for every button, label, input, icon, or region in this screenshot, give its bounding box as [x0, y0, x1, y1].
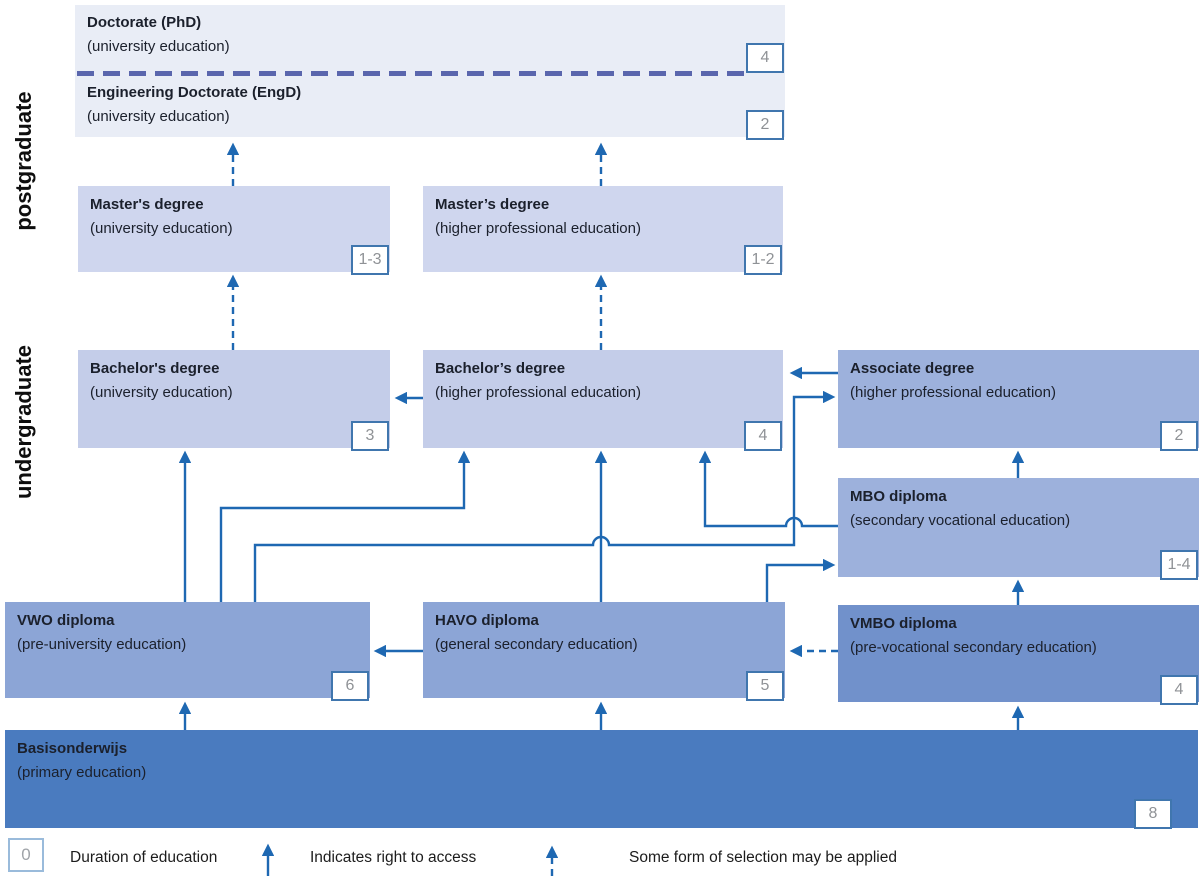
box-subtitle: (university education) — [90, 220, 233, 237]
box-title: VMBO diploma — [850, 615, 957, 632]
duration-badge: 2 — [1160, 421, 1198, 451]
box-title: Master's degree — [90, 196, 204, 213]
box-havo-diploma: HAVO diploma (general secondary educatio… — [423, 602, 785, 701]
duration-badge: 4 — [744, 421, 782, 451]
box-bachelor-university: Bachelor's degree (university education)… — [78, 350, 390, 451]
box-vmbo-diploma: VMBO diploma (pre-vocational secondary e… — [838, 605, 1199, 705]
arrow-vwo-to-bachelorhbo — [219, 450, 471, 602]
box-subtitle: (higher professional education) — [435, 384, 641, 401]
box-title: HAVO diploma — [435, 612, 539, 629]
arrow-havo-to-mbo — [765, 558, 836, 602]
duration-badge: 1-2 — [744, 245, 782, 275]
box-basisonderwijs: Basisonderwijs (primary education) 8 — [5, 730, 1198, 829]
side-label-undergraduate: undergraduate — [11, 344, 36, 500]
box-subtitle: (higher professional education) — [850, 384, 1056, 401]
box-subtitle: (university education) — [87, 38, 230, 55]
box-title: Master’s degree — [435, 196, 550, 213]
duration-badge: 5 — [746, 671, 784, 701]
box-subtitle: (university education) — [90, 384, 233, 401]
box-mbo-diploma: MBO diploma (secondary vocational educat… — [838, 478, 1199, 580]
box-subtitle: (higher professional education) — [435, 220, 641, 237]
arrow-mbo-to-bachelorhbo — [698, 450, 838, 528]
duration-badge: 3 — [351, 421, 389, 451]
legend-dashed-arrow-label: Some form of selection may be applied — [629, 849, 897, 866]
box-subtitle: (university education) — [87, 108, 230, 125]
box-master-hbo: Master’s degree (higher professional edu… — [423, 186, 783, 275]
box-master-university: Master's degree (university education) 1… — [78, 186, 390, 275]
box-title: Bachelor's degree — [90, 360, 220, 377]
box-subtitle: (general secondary education) — [435, 636, 638, 653]
box-engineering-doctorate: Engineering Doctorate (EngD) (university… — [87, 83, 301, 126]
box-vwo-diploma: VWO diploma (pre-university education) 6 — [5, 602, 370, 701]
side-label-postgraduate: postgraduate — [11, 91, 36, 231]
legend-duration-badge: 0 — [8, 838, 44, 872]
duration-badge: 1-4 — [1160, 550, 1198, 580]
box-title: Basisonderwijs — [17, 740, 128, 757]
box-bachelor-hbo: Bachelor’s degree (higher professional e… — [423, 350, 783, 451]
legend-duration-label: Duration of education — [70, 849, 218, 866]
box-postgraduate-group: Doctorate (PhD) (university education) E… — [75, 5, 785, 140]
box-subtitle: (pre-vocational secondary education) — [850, 639, 1097, 656]
phd-engd-divider — [77, 71, 753, 76]
duration-badge: 1-3 — [351, 245, 389, 275]
legend-solid-arrow-label: Indicates right to access — [310, 849, 477, 866]
box-title: Doctorate (PhD) — [87, 14, 202, 31]
box-title: Associate degree — [850, 360, 975, 377]
duration-badge: 4 — [746, 43, 784, 73]
box-subtitle: (primary education) — [17, 764, 147, 781]
box-subtitle: (secondary vocational education) — [850, 512, 1071, 529]
box-title: VWO diploma — [17, 612, 115, 629]
box-title: Engineering Doctorate (EngD) — [87, 84, 302, 101]
duration-badge: 4 — [1160, 675, 1198, 705]
duration-badge: 6 — [331, 671, 369, 701]
duration-badge: 8 — [1134, 799, 1172, 829]
box-title: Bachelor’s degree — [435, 360, 566, 377]
box-associate-degree: Associate degree (higher professional ed… — [838, 350, 1199, 451]
box-title: MBO diploma — [850, 488, 947, 505]
box-doctorate-phd: Doctorate (PhD) (university education) — [87, 13, 230, 56]
duration-badge: 2 — [746, 110, 784, 140]
box-subtitle: (pre-university education) — [17, 636, 187, 653]
